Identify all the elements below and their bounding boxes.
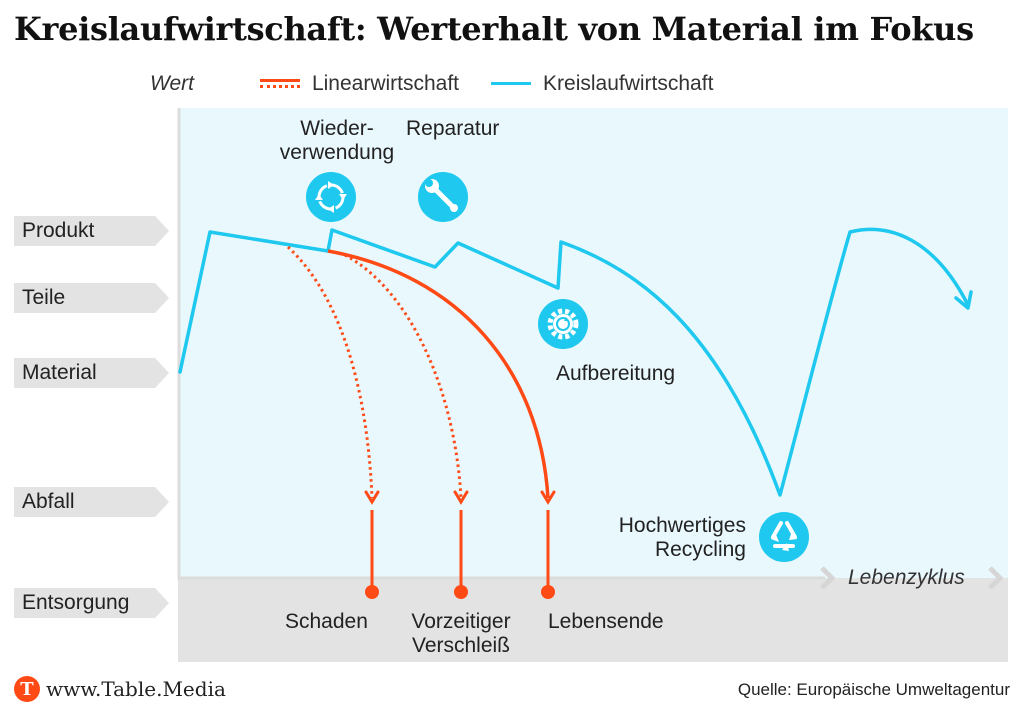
- x-axis-arrow-2: [988, 566, 1004, 590]
- wrench-icon: [418, 172, 468, 222]
- reuse-cycle-icon: [306, 172, 356, 222]
- page-title: Kreislaufwirtschaft: Werterhalt von Mate…: [14, 10, 974, 48]
- legend-label-circular: Kreislaufwirtschaft: [543, 72, 714, 95]
- endpoint-label-end-of-life: Lebensende: [548, 610, 664, 633]
- legend: Wert Linearwirtschaft Kreislaufwirtschaf…: [150, 70, 745, 98]
- level-tag-disposal: Entsorgung: [14, 588, 169, 618]
- level-tag-material: Material: [14, 358, 169, 388]
- stage-label-recycling-line1: Hochwertiges: [618, 514, 746, 537]
- linear-arrow-wear: [453, 490, 469, 505]
- endpoint-label-damage: Schaden: [285, 610, 368, 633]
- legend-item-circular: Kreislaufwirtschaft: [491, 72, 713, 96]
- legend-label-linear: Linearwirtschaft: [311, 72, 460, 95]
- x-axis-arrow-1: [820, 566, 836, 590]
- linear-path-damage: [286, 245, 374, 499]
- linear-path-end-of-life: [327, 249, 550, 499]
- circular-line-arrowhead: [954, 290, 973, 310]
- endpoint-label-wear-line2: Verschleiß: [411, 634, 511, 657]
- stage-label-reuse-line2: verwendung: [279, 141, 395, 164]
- value-area: [178, 108, 1008, 578]
- linear-arrow-end-of-life: [540, 490, 556, 505]
- disposal-dot-wear: [454, 585, 468, 599]
- level-tag-parts: Teile: [14, 283, 169, 313]
- recycling-icon: [759, 512, 809, 562]
- brand-footer: T www.Table.Media: [14, 676, 226, 702]
- endpoint-label-wear-line1: Vorzeitiger: [411, 610, 511, 633]
- stage-label-reuse: Wieder- verwendung: [276, 117, 398, 165]
- stage-label-recycling: Hochwertiges Recycling: [584, 514, 746, 562]
- disposal-area: [178, 578, 1008, 662]
- circular-economy-line: [178, 227, 970, 497]
- disposal-dot-end-of-life: [541, 585, 555, 599]
- gear-icon: [538, 299, 588, 349]
- stage-label-refurbish: Aufbereitung: [556, 362, 676, 385]
- endpoint-label-wear: Vorzeitiger Verschleiß: [398, 610, 524, 658]
- legend-item-linear: Linearwirtschaft: [259, 72, 460, 96]
- level-tag-waste: Abfall: [14, 487, 169, 517]
- brand-url: www.Table.Media: [46, 677, 226, 701]
- x-axis-label: Lebenzyklus: [848, 566, 965, 589]
- legend-swatch-linear: [259, 79, 300, 89]
- level-tag-product: Produkt: [14, 216, 169, 246]
- table-media-logo: T: [14, 676, 40, 702]
- stage-label-repair: Reparatur: [406, 117, 500, 140]
- disposal-dot-damage: [365, 585, 379, 599]
- y-axis-label: Wert: [150, 72, 194, 95]
- stage-label-reuse-line1: Wieder-: [300, 117, 374, 140]
- legend-swatch-circular: [491, 82, 532, 92]
- stage-label-recycling-line2: Recycling: [654, 538, 746, 561]
- source-note: Quelle: Europäische Umweltagentur: [737, 680, 1010, 699]
- linear-arrow-damage: [364, 490, 380, 505]
